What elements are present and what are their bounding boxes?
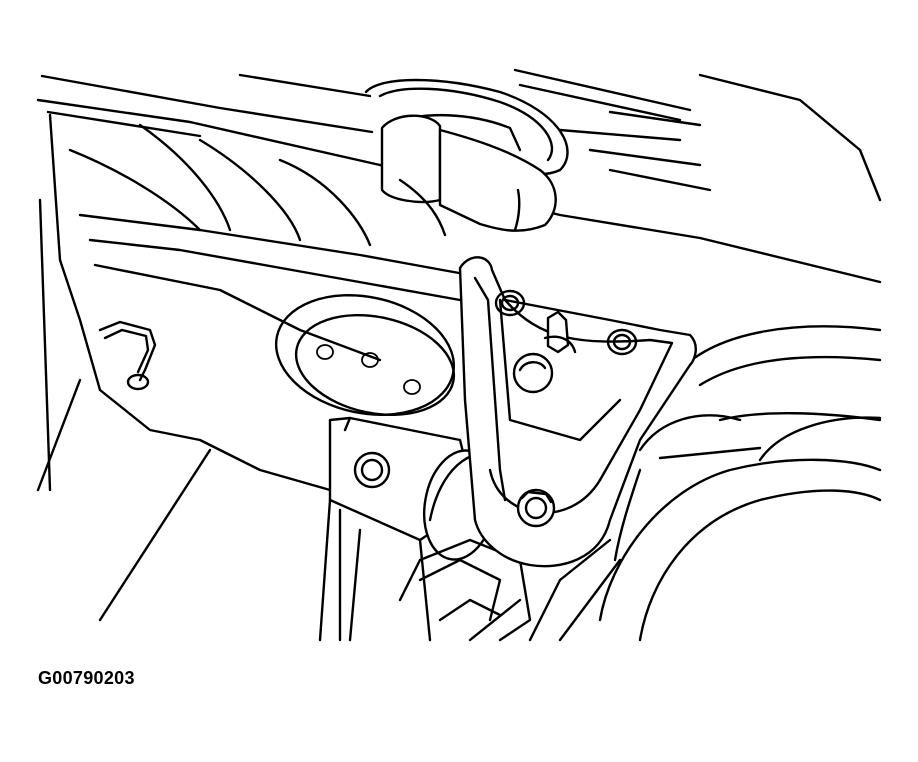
v-bracket	[458, 256, 697, 568]
upper-rails	[36, 68, 882, 284]
top-oval-pad	[364, 78, 569, 232]
left-panel	[36, 113, 472, 622]
right-domes	[598, 325, 882, 642]
base-lines	[468, 468, 642, 642]
round-disc	[274, 294, 456, 417]
figure-id-label: G00790203	[38, 668, 135, 688]
small-link-rod	[98, 320, 157, 391]
bracket-bolts	[494, 289, 638, 528]
line-illustration	[36, 68, 882, 642]
